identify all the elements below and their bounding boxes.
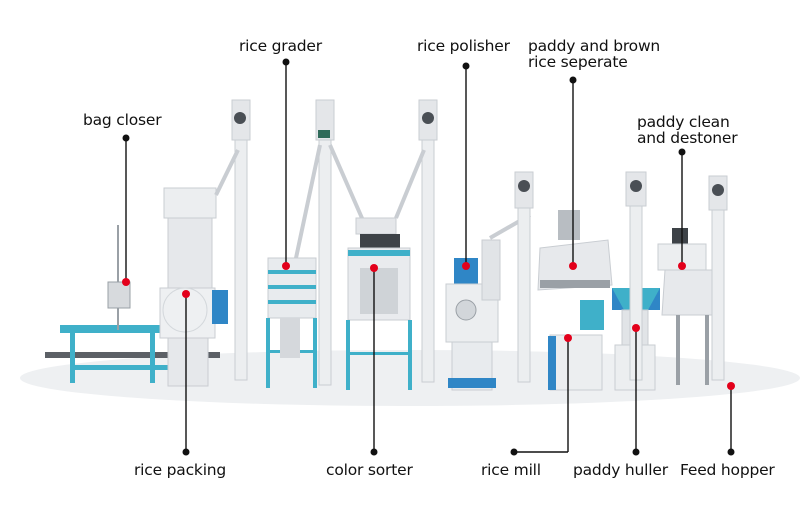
dot-rice-polisher	[462, 262, 470, 270]
label-color-sorter: color sorter	[326, 461, 413, 479]
dot-rice-grader-top	[282, 58, 290, 66]
dot-paddy-huller	[632, 324, 640, 332]
label-rice-grader: rice grader	[239, 37, 322, 55]
dot-paddy-clean-top	[678, 148, 686, 156]
label-paddy-clean-line1: paddy clean	[637, 113, 730, 131]
dot-color-sorter	[370, 264, 378, 272]
dot-bag-closer-top	[122, 134, 130, 142]
dot-paddy-brown	[569, 262, 577, 270]
packing-machine	[45, 187, 228, 387]
dot-paddy-huller-bottom	[632, 448, 640, 456]
label-feed-hopper: Feed hopper	[680, 461, 775, 479]
separator-mill-group	[537, 171, 660, 391]
dot-rice-packing	[182, 290, 190, 298]
bucket-elevator-2	[294, 99, 367, 386]
label-paddy-clean-destoner: paddy clean and destoner	[637, 113, 738, 147]
dot-feed-hopper-bottom	[727, 448, 735, 456]
label-bag-closer: bag closer	[83, 111, 162, 129]
label-paddy-huller: paddy huller	[573, 461, 668, 479]
dot-paddy-brown-top	[569, 76, 577, 84]
color-sorter-machine	[346, 217, 412, 390]
callout-dots	[122, 58, 735, 456]
label-rice-packing: rice packing	[134, 461, 227, 479]
paddy-cleaner-machine	[657, 175, 728, 385]
dot-rice-grader	[282, 262, 290, 270]
bucket-elevator-1	[214, 99, 251, 381]
dot-color-sorter-bottom	[370, 448, 378, 456]
callout-lines	[125, 62, 732, 453]
label-paddy-clean-line2: and destoner	[637, 129, 738, 147]
label-paddy-brown-line2: rice seperate	[528, 53, 628, 71]
bucket-elevator-4	[514, 171, 534, 383]
rice-grader-machine	[266, 257, 317, 388]
dot-rice-polisher-top	[462, 62, 470, 70]
dot-rice-mill-bottom	[510, 448, 518, 456]
dot-paddy-clean	[678, 262, 686, 270]
dot-feed-hopper	[727, 382, 735, 390]
bucket-elevator-3	[394, 99, 438, 383]
dot-rice-packing-bottom	[182, 448, 190, 456]
label-paddy-brown-line1: paddy and brown	[528, 37, 661, 55]
label-rice-mill: rice mill	[481, 461, 541, 479]
label-rice-polisher: rice polisher	[417, 37, 510, 55]
label-paddy-brown-rice-separate: paddy and brown rice seperate	[528, 38, 660, 70]
dot-bag-closer	[122, 278, 130, 286]
dot-rice-mill	[564, 334, 572, 342]
